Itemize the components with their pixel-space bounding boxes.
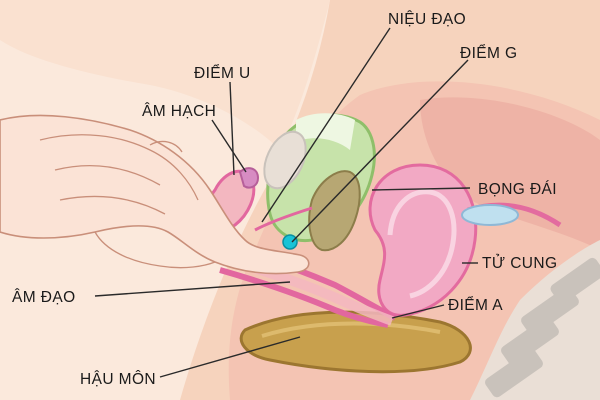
label-vagina: ÂM ĐẠO — [12, 289, 76, 306]
paraurethral-gland — [308, 170, 361, 252]
bladder-highlight — [296, 113, 355, 150]
label-a-spot: ĐIỂM A — [448, 296, 503, 314]
leader-clitoris — [211, 119, 247, 173]
leader-g-spot — [291, 59, 469, 243]
leader-anus — [159, 336, 301, 378]
thigh — [0, 0, 330, 150]
label-u-spot: ĐIỂM U — [194, 64, 251, 82]
rectum-highlight — [261, 321, 441, 338]
leader-a-spot — [391, 304, 445, 319]
hand — [0, 114, 310, 275]
leader-urethra — [261, 27, 391, 223]
leader-u-spot — [229, 81, 235, 176]
label-anus: HẬU MÔN — [80, 371, 156, 388]
leader-vagina — [94, 281, 291, 297]
label-bladder: BỌNG ĐÁI — [478, 181, 557, 198]
vaginal-canal-bottom — [219, 267, 389, 328]
ovary — [461, 204, 519, 226]
urethra — [254, 206, 313, 232]
uterine-cavity — [387, 189, 457, 299]
clitoris — [238, 167, 260, 189]
g-spot-marker — [282, 234, 298, 250]
label-uterus: TỬ CUNG — [482, 254, 557, 272]
label-g-spot: ĐIỂM G — [460, 44, 518, 62]
leader-lines — [94, 27, 478, 378]
label-clitoris: ÂM HẠCH — [142, 103, 216, 120]
leader-bladder — [371, 187, 471, 191]
abdominal-tissue — [420, 97, 600, 250]
label-urethra: NIỆU ĐẠO — [388, 11, 466, 28]
spine — [470, 240, 600, 400]
pubic-bone — [263, 130, 307, 190]
